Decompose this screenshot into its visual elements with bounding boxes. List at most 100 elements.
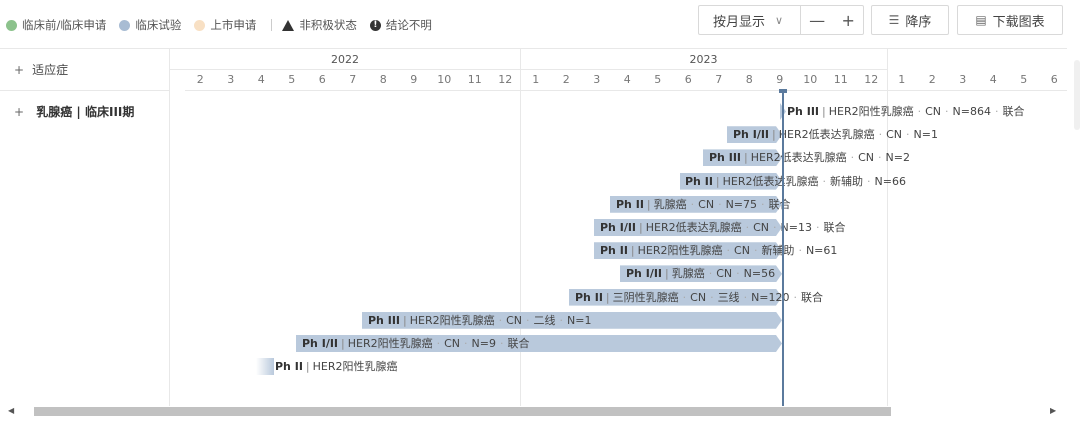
scroll-left-icon[interactable]: ◀: [8, 406, 15, 415]
trial-bar[interactable]: [727, 126, 782, 143]
month-tick: 2: [917, 70, 948, 91]
trial-indication: HER2阳性乳腺癌: [347, 337, 433, 350]
trial-tag: 联合: [823, 221, 846, 234]
trial-bar[interactable]: [703, 149, 782, 166]
legend-label: 上市申请: [210, 18, 257, 32]
trial-phase: Ph I/II: [733, 128, 770, 142]
view-mode-select[interactable]: 按月显示 ∨: [698, 5, 801, 35]
vertical-scrollbar[interactable]: [1074, 60, 1080, 130]
month-tick: 11: [459, 70, 490, 91]
trial-phase: Ph III: [368, 313, 401, 327]
trial-tag: N=56: [743, 267, 776, 281]
trial-indication: HER2低表达乳腺癌: [750, 151, 847, 165]
month-tick: 12: [856, 70, 887, 91]
legend-item-preclinical[interactable]: 临床前/临床申请: [6, 17, 106, 33]
trial-bar-label: Ph II|HER2阳性乳腺癌·CN·新辅助·N=61: [600, 244, 838, 258]
expand-all-icon[interactable]: +: [14, 62, 25, 77]
month-tick: 6: [673, 70, 704, 91]
trial-bar[interactable]: [256, 358, 274, 376]
month-tick: 10: [795, 70, 826, 91]
trial-phase: Ph III: [787, 105, 820, 118]
trial-tag: 联合: [507, 337, 530, 350]
month-tick: 8: [368, 70, 399, 91]
trial-tag: N=66: [874, 174, 906, 188]
horizontal-scrollbar[interactable]: ◀ ▶: [4, 405, 1061, 417]
trial-bar[interactable]: [594, 242, 782, 259]
trial-tag: 新辅助: [761, 244, 795, 258]
trial-tag: N=75: [725, 197, 758, 211]
expand-row-icon[interactable]: +: [14, 105, 25, 119]
trial-bar[interactable]: [296, 335, 782, 352]
trial-tag: 联合: [801, 290, 824, 304]
trial-bar-label: Ph II|三阴性乳腺癌·CN·三线·N=120·联合: [575, 290, 824, 304]
zoom-controls: — +: [800, 5, 864, 35]
document-icon: ▤: [975, 13, 987, 27]
sort-button[interactable]: ☰ 降序: [871, 5, 949, 35]
view-mode-label: 按月显示: [713, 14, 766, 30]
indication-header-label: 适应症: [32, 63, 69, 77]
trial-indication: 乳腺癌: [653, 197, 687, 211]
month-tick: 5: [642, 70, 673, 91]
trial-tag: CN: [506, 313, 523, 327]
trial-tag: N=1: [913, 128, 938, 142]
month-tick: 9: [764, 70, 795, 91]
zoom-out-button[interactable]: —: [809, 10, 826, 30]
trial-bar[interactable]: [620, 265, 782, 282]
month-tick: 12: [490, 70, 521, 91]
trial-tag: 联合: [1002, 105, 1025, 118]
trial-bar[interactable]: [594, 219, 782, 236]
month-tick: 1: [886, 70, 917, 91]
month-tick: 3: [581, 70, 612, 91]
indication-header[interactable]: + 适应症: [0, 49, 170, 91]
month-tick: 5: [1008, 70, 1039, 91]
legend-item-clinical-trial[interactable]: 临床试验: [119, 17, 181, 33]
trial-indication: HER2阳性乳腺癌: [409, 313, 495, 327]
scroll-right-icon[interactable]: ▶: [1050, 406, 1057, 415]
legend-label: 临床试验: [135, 18, 182, 32]
trial-bar-label: Ph III|HER2低表达乳腺癌·CN·N=2: [709, 151, 910, 165]
trial-tag: CN: [753, 221, 770, 234]
trial-bar-label: Ph I/II|HER2阳性乳腺癌·CN·N=9·联合: [302, 337, 530, 350]
month-tick: 4: [246, 70, 277, 91]
trial-tag: CN: [925, 105, 942, 118]
month-tick: 11: [825, 70, 856, 91]
trial-tag: 联合: [768, 197, 791, 211]
month-tick: 5: [276, 70, 307, 91]
trial-phase: Ph II: [685, 174, 713, 188]
scrollbar-thumb[interactable]: [34, 407, 891, 416]
zoom-in-button[interactable]: +: [841, 10, 855, 30]
trial-bar[interactable]: [610, 196, 782, 213]
trial-bar[interactable]: [362, 312, 782, 329]
legend-item-marketing-application[interactable]: 上市申请: [194, 17, 256, 33]
trial-bar[interactable]: [569, 289, 782, 306]
trial-bar-label: Ph II|乳腺癌·CN·N=75·联合: [616, 197, 791, 211]
trial-tag: CN: [690, 290, 707, 304]
trial-phase: Ph II: [616, 197, 644, 211]
chevron-down-icon: ∨: [775, 13, 784, 27]
sort-label: 降序: [905, 14, 932, 30]
trial-indication: HER2阳性乳腺癌: [637, 244, 723, 258]
month-tick: 1: [520, 70, 551, 91]
trial-indication: HER2低表达乳腺癌: [722, 174, 819, 188]
legend-item-inactive: 非积极状态: [282, 17, 357, 33]
legend-divider: [271, 19, 273, 31]
trial-tag: CN: [698, 197, 715, 211]
trial-tag: N=9: [471, 337, 496, 350]
month-tick: 8: [734, 70, 765, 91]
triangle-icon: [282, 19, 295, 31]
download-chart-button[interactable]: ▤ 下载图表: [957, 5, 1063, 35]
trial-bar[interactable]: [680, 173, 782, 190]
year-divider: [520, 49, 521, 406]
trial-phase: Ph I/II: [626, 267, 663, 281]
month-tick: 6: [1039, 70, 1067, 91]
exclamation-icon: !: [369, 19, 381, 31]
marketing-application-dot-icon: [194, 19, 206, 31]
trial-indication: HER2低表达乳腺癌: [778, 128, 875, 142]
month-tick: 2: [551, 70, 582, 91]
legend-label: 非积极状态: [299, 18, 357, 32]
indication-row[interactable]: + 乳腺癌 | 临床III期: [14, 103, 134, 120]
trial-indication: HER2阳性乳腺癌: [828, 105, 914, 118]
clinical-trial-dot-icon: [119, 19, 131, 31]
